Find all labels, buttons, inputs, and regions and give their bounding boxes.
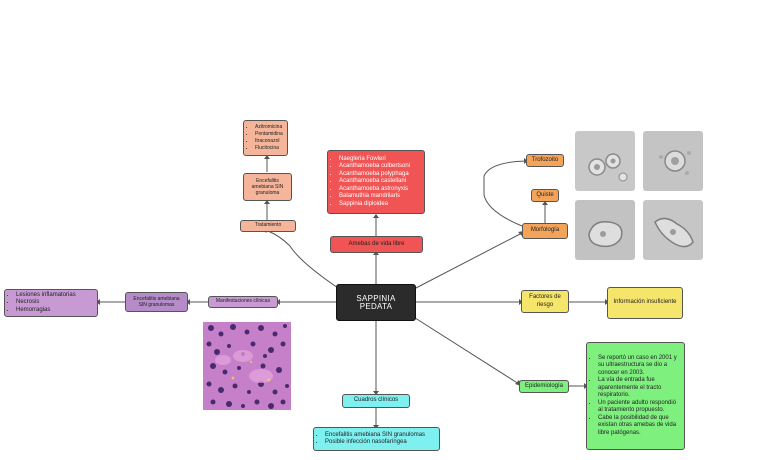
trofozoito-image-2	[643, 131, 703, 191]
arrow-manifestaciones	[276, 299, 280, 305]
quiste-image-2	[643, 200, 703, 260]
arrow-enc-drugs	[264, 155, 270, 159]
morfologia-node[interactable]: Morfología	[522, 223, 568, 239]
factores-info[interactable]: Información insuficiente	[607, 287, 683, 319]
manifestaciones-list: Lesiones inflamatorias Necrosis Hemorrag…	[4, 289, 98, 317]
epidemiologia-item: Un paciente adulto respondió al tratamie…	[598, 400, 681, 415]
quiste-image-1	[575, 200, 635, 260]
amebas-item: Balamuthia mandrilaris	[339, 193, 410, 201]
arrow-manif-enc	[186, 299, 190, 305]
arrow-cuadros	[373, 391, 379, 395]
epidemiologia-item: Cabe la posibilidad de que existan otras…	[598, 415, 681, 438]
trofozoito-photo-2	[643, 131, 703, 191]
arrow-trat-enc	[264, 200, 270, 204]
drug-item: Flucitocina	[255, 145, 283, 152]
tratamiento-drugs: Azitromicina Pentamidina Itraconazol Flu…	[243, 120, 288, 156]
arrow-enc-list	[96, 299, 100, 305]
cuadros-list: Encefalitis amebiana SIN granulomas Posi…	[313, 427, 440, 451]
amebas-item: Acanthamoeba astronyxis	[339, 186, 410, 194]
tratamiento-node[interactable]: Tratamiento	[240, 220, 296, 232]
trofozoito-node[interactable]: Trofozoito	[526, 154, 564, 167]
amebas-item: Acanthamoeba culbertsoni	[339, 163, 410, 171]
epidemiologia-item: Se reportó un caso en 2001 y su ultraest…	[598, 355, 681, 378]
manifestacion-item: Necrosis	[16, 299, 76, 307]
manifestacion-item: Hemorragias	[16, 307, 76, 315]
cuadros-item: Encefalitis amebiana SIN granulomas	[325, 432, 425, 440]
epidemiologia-node[interactable]: Epidemiología	[519, 380, 569, 393]
amebas-item: Acanthamoeba castellani	[339, 178, 410, 186]
arrow-amebas-list	[373, 214, 379, 218]
manifestaciones-node[interactable]: Manifestaciones clínicas	[208, 296, 278, 308]
histology-photo	[203, 322, 291, 410]
arrow-morf-quiste	[542, 201, 548, 205]
quiste-photo-1	[575, 200, 635, 260]
cuadros-node[interactable]: Cuadros clínicos	[342, 394, 410, 408]
drug-item: Itraconazol	[255, 138, 283, 145]
epidemiologia-list: Se reportó un caso en 2001 y su ultraest…	[586, 342, 685, 450]
epidemiologia-item: La vía de entrada fue aparentemente el t…	[598, 377, 681, 400]
amebas-item: Acanthamoeba polyphaga	[339, 171, 410, 179]
histology-image	[203, 322, 291, 410]
trofozoito-image-1	[575, 131, 635, 191]
arrow-amebas	[373, 251, 379, 255]
manifestaciones-encefalitis[interactable]: Encefalitis amebiana SIN granulomas	[125, 292, 188, 312]
quiste-node[interactable]: Quiste	[531, 189, 559, 202]
manifestacion-item: Lesiones inflamatorias	[16, 292, 76, 300]
central-node[interactable]: SAPPINIA PEDATA	[336, 284, 416, 321]
drug-item: Pentamidina	[255, 131, 283, 138]
amebas-list: Naegleria Fowleri Acanthamoeba culbertso…	[327, 150, 425, 214]
connector-epidemiologia	[411, 315, 520, 385]
amebas-item: Sappinia diploidea	[339, 201, 410, 209]
connector-morf-trof	[483, 160, 527, 227]
quiste-photo-2	[643, 200, 703, 260]
trofozoito-photo-1	[575, 131, 635, 191]
factores-node[interactable]: Factores de riesgo	[521, 290, 569, 313]
drug-item: Azitromicina	[255, 124, 283, 131]
amebas-node[interactable]: Amebas de vida libre	[330, 236, 423, 253]
connector-tratamiento	[267, 230, 339, 289]
connector-morfologia	[413, 232, 523, 290]
tratamiento-encefalitis[interactable]: Encefalitis amebiana SIN granuloma	[243, 173, 292, 201]
amebas-item: Naegleria Fowleri	[339, 156, 410, 164]
cuadros-item: Posible infección nasofaríngea	[325, 439, 425, 447]
